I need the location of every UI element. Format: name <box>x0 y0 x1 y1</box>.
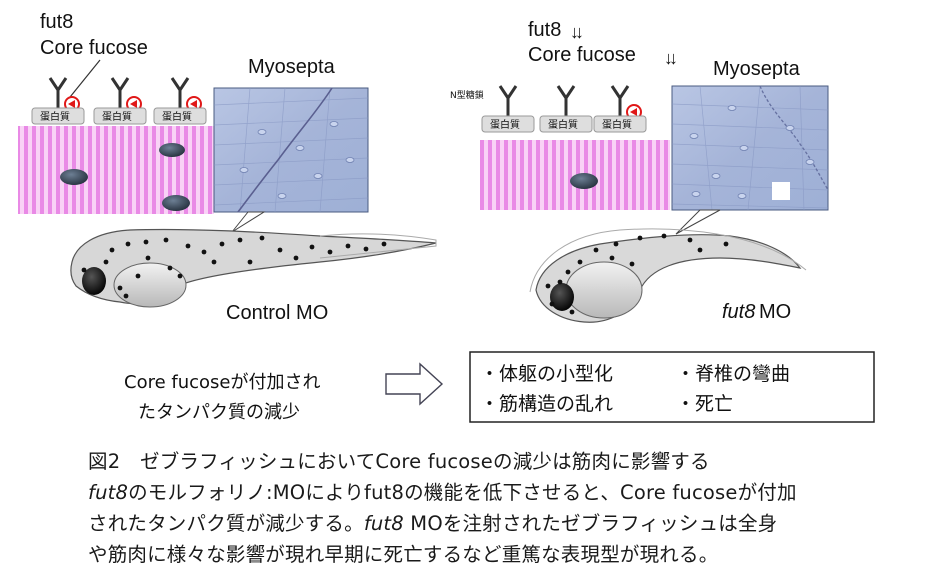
right-arrow-icon <box>385 362 444 406</box>
left-panel: fut8 Core fucose 蛋白質 蛋白質 蛋白質 <box>18 11 437 324</box>
caption-text: のモルフォリノ:MOによりfut8の機能を低下させると、Core fucoseが… <box>128 481 797 504</box>
protein-label: 蛋白質 <box>162 110 192 123</box>
glycoprotein-icon: 蛋白質 <box>481 85 535 133</box>
left-core-fucose-label: Core fucose <box>40 37 148 59</box>
glycoprotein-icon: 蛋白質 <box>31 77 85 125</box>
fut8-mo-zebrafish-larva <box>529 228 807 323</box>
caption-gene-name: fut8 <box>88 481 129 504</box>
nucleus <box>60 169 88 185</box>
callout-pointer <box>231 211 266 233</box>
callout-pointer <box>675 209 721 235</box>
protein-label: 蛋白質 <box>40 110 70 123</box>
glycoprotein-icon: 蛋白質 <box>93 77 147 125</box>
protein-label: 蛋白質 <box>548 118 578 131</box>
control-zebrafish-larva <box>70 228 437 308</box>
cause-text-line2: たタンパク質の減少 <box>138 402 300 423</box>
control-mo-label: Control MO <box>226 302 328 324</box>
protein-label: 蛋白質 <box>102 110 132 123</box>
nucleus <box>159 143 185 157</box>
nucleus <box>162 195 190 211</box>
caption-text: されたタンパク質が減少する。 <box>88 512 364 535</box>
protein-label: 蛋白質 <box>602 118 632 131</box>
myosepta-histology-image <box>213 87 369 213</box>
histology-nuclei <box>689 105 815 199</box>
myoseptum-line <box>237 87 333 213</box>
caption-line: されたタンパク質が減少する。fut8 MOを注射されたゼブラフィッシュは全身 <box>88 508 938 539</box>
effect-item: ・脊椎の彎曲 <box>676 363 790 385</box>
fut8-down-arrows: ↓↓ <box>570 22 582 42</box>
n-glycan-label: N型糖鎖 <box>450 89 484 101</box>
glycoprotein-icon: 蛋白質 <box>153 77 207 125</box>
disrupted-myoseptum-line <box>759 85 829 191</box>
caption-line: fut8のモルフォリノ:MOによりfut8の機能を低下させると、Core fuc… <box>88 477 938 508</box>
effect-item: ・体躯の小型化 <box>480 363 613 385</box>
fut8-mo-label-italic: fut8 <box>722 301 755 323</box>
muscle-fiber-texture <box>671 85 829 211</box>
effect-item: ・筋構造の乱れ <box>480 393 613 415</box>
right-fut8-label: fut8 <box>528 19 561 41</box>
glycoprotein-icon: 蛋白質 <box>593 85 647 133</box>
caption-text: MOを注射されたゼブラフィッシュは全身 <box>403 512 778 535</box>
fut8-mo-label: MO <box>759 301 791 323</box>
glycoprotein-icon: 蛋白質 <box>539 85 593 133</box>
caption-line: や筋肉に様々な影響が現れ早期に死亡するなど重篤な表現型が現れる。 <box>88 543 719 566</box>
core-fucose-down-arrows: ↓↓ <box>664 48 676 68</box>
caption-title: 図2 ゼブラフィッシュにおいてCore fucoseの減少は筋肉に影響する <box>88 450 710 473</box>
muscle-fiber-texture <box>213 87 369 213</box>
nucleus <box>570 173 598 189</box>
right-core-fucose-label: Core fucose <box>528 44 636 66</box>
right-panel: fut8 ↓↓ Core fucose ↓↓ N型糖鎖 蛋白質 蛋白質 蛋白質 … <box>450 19 829 323</box>
cause-effect-row: Core fucoseが付加され たタンパク質の減少 ・体躯の小型化 ・脊椎の彎… <box>124 351 875 423</box>
effects-box <box>469 351 875 423</box>
protein-label: 蛋白質 <box>490 118 520 131</box>
histology-nuclei <box>239 121 355 199</box>
caption-gene-name: fut8 <box>363 512 404 535</box>
figure-caption: 図2 ゼブラフィッシュにおいてCore fucoseの減少は筋肉に影響する fu… <box>88 446 938 570</box>
core-fucose-pointer-line <box>65 59 101 103</box>
left-fut8-label: fut8 <box>40 11 73 33</box>
cause-text-line1: Core fucoseが付加され <box>124 372 321 393</box>
right-myosepta-label: Myosepta <box>713 58 801 80</box>
left-myosepta-label: Myosepta <box>248 56 336 78</box>
effect-item: ・死亡 <box>676 393 733 415</box>
white-marker-square <box>772 182 790 200</box>
